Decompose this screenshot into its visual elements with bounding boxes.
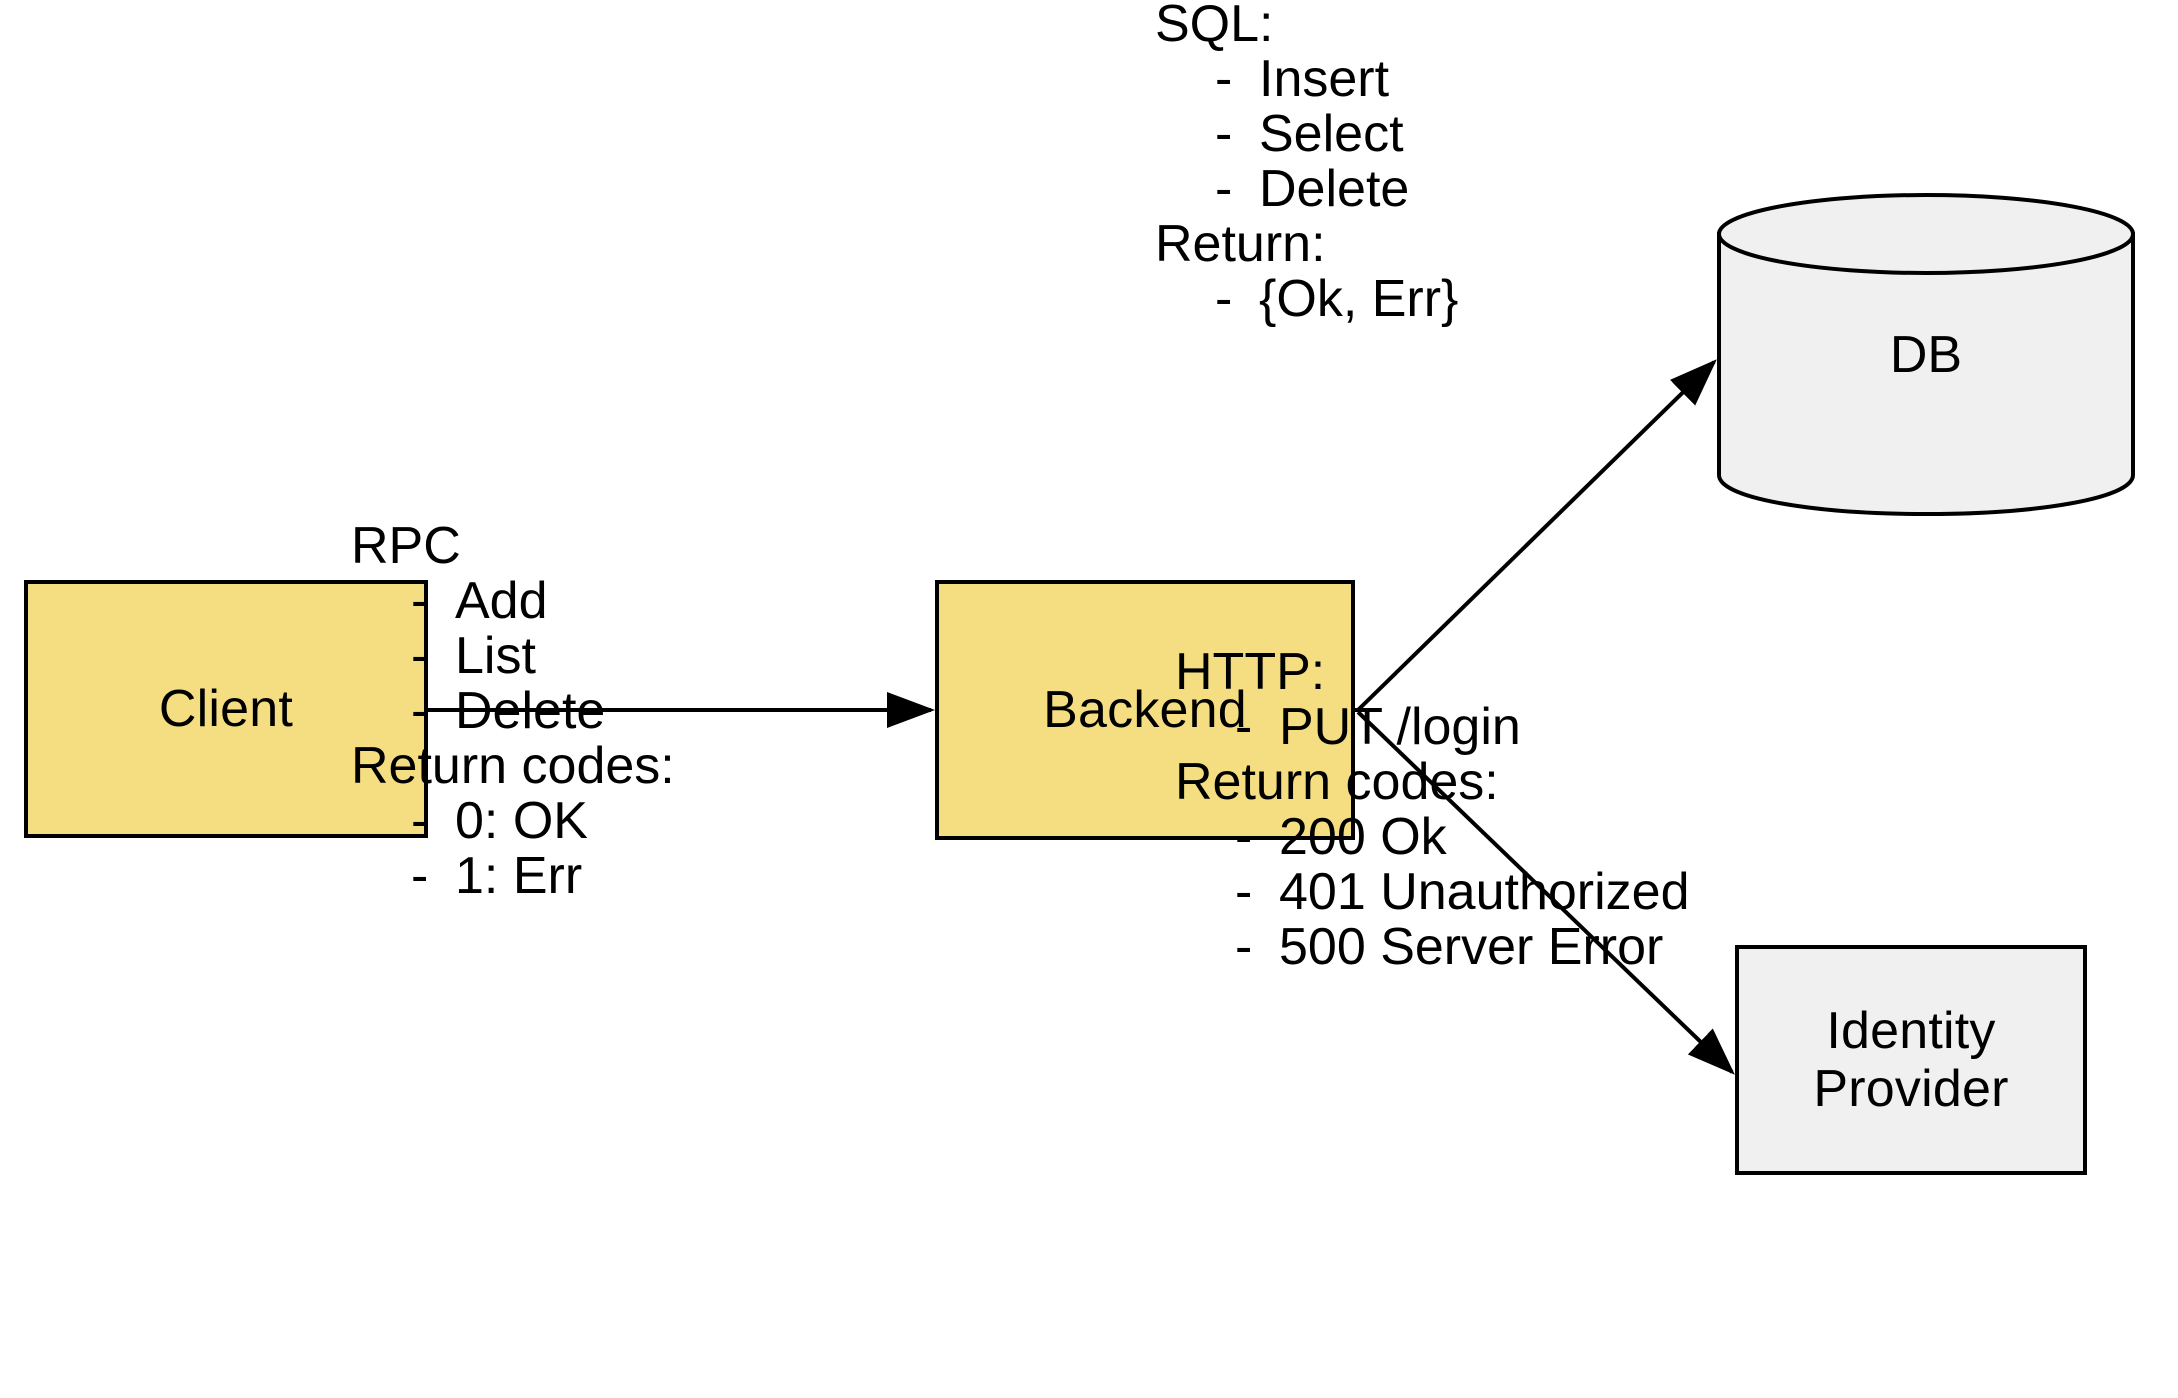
- annotation-http: HTTP: -PUT /login Return codes: -200 Ok …: [1175, 645, 1690, 975]
- annotation-rpc-item-label: Add: [455, 572, 548, 630]
- annotation-sql-item: -Select: [1155, 107, 1458, 162]
- node-identity-provider[interactable]: Identity Provider: [1735, 945, 2087, 1175]
- annotation-rpc-item: -Add: [351, 574, 675, 629]
- node-db-label-wrap: DB: [1716, 192, 2136, 517]
- annotation-sql-subheading: Return:: [1155, 215, 1326, 273]
- bullet-dash-icon: -: [1215, 270, 1233, 328]
- annotation-rpc-heading: RPC: [351, 517, 461, 575]
- annotation-http-item-label: PUT /login: [1279, 698, 1521, 756]
- bullet-dash-icon: -: [1235, 808, 1253, 866]
- annotation-sql-item-label: Select: [1259, 105, 1404, 163]
- annotation-rpc: RPC -Add -List -Delete Return codes: -0:…: [351, 519, 675, 904]
- bullet-dash-icon: -: [1215, 50, 1233, 108]
- bullet-dash-icon: -: [411, 682, 429, 740]
- annotation-http-subitem: -500 Server Error: [1175, 920, 1690, 975]
- bullet-dash-icon: -: [1235, 698, 1253, 756]
- annotation-http-heading: HTTP:: [1175, 643, 1326, 701]
- annotation-rpc-item: -List: [351, 629, 675, 684]
- node-backend[interactable]: Backend: [935, 580, 1355, 840]
- annotation-rpc-item: -Delete: [351, 684, 675, 739]
- node-client[interactable]: Client: [24, 580, 428, 838]
- bullet-dash-icon: -: [411, 847, 429, 905]
- node-identity-provider-label-line2: Provider: [1813, 1060, 2009, 1118]
- annotation-http-subitem-label: 500 Server Error: [1279, 918, 1664, 976]
- bullet-dash-icon: -: [1215, 105, 1233, 163]
- annotation-http-subitem: -200 Ok: [1175, 810, 1690, 865]
- bullet-dash-icon: -: [411, 627, 429, 685]
- annotation-http-subitem-label: 200 Ok: [1279, 808, 1447, 866]
- bullet-dash-icon: -: [411, 572, 429, 630]
- bullet-dash-icon: -: [1235, 863, 1253, 921]
- node-db-label: DB: [1889, 325, 1963, 384]
- node-client-label: Client: [158, 679, 294, 738]
- annotation-http-subheading: Return codes:: [1175, 753, 1499, 811]
- node-identity-provider-label-line1: Identity: [1826, 1001, 1996, 1060]
- node-db[interactable]: DB: [1716, 192, 2136, 517]
- annotation-rpc-subitem-label: 0: OK: [455, 792, 588, 850]
- bullet-dash-icon: -: [411, 792, 429, 850]
- node-identity-provider-label: Identity Provider: [1813, 1002, 2008, 1118]
- db-cylinder-shape: [1717, 193, 2135, 517]
- annotation-sql-heading: SQL:: [1155, 0, 1274, 53]
- annotation-http-subitem-label: 401 Unauthorized: [1279, 863, 1690, 921]
- annotation-sql-subitem: -{Ok, Err}: [1155, 272, 1458, 327]
- annotation-sql-subitem-label: {Ok, Err}: [1259, 270, 1459, 328]
- annotation-http-subitem: -401 Unauthorized: [1175, 865, 1690, 920]
- annotation-rpc-subheading: Return codes:: [351, 737, 675, 795]
- annotation-rpc-subitem-label: 1: Err: [455, 847, 583, 905]
- annotation-sql-item-label: Insert: [1259, 50, 1390, 108]
- annotation-sql-item: -Insert: [1155, 52, 1458, 107]
- annotation-rpc-subitem: -0: OK: [351, 794, 675, 849]
- annotation-rpc-subitem: -1: Err: [351, 849, 675, 904]
- annotation-http-item: -PUT /login: [1175, 700, 1690, 755]
- node-backend-label: Backend: [1043, 680, 1247, 739]
- annotation-sql-item: -Delete: [1155, 162, 1458, 217]
- bullet-dash-icon: -: [1235, 918, 1253, 976]
- annotation-sql: SQL: -Insert -Select -Delete Return: -{O…: [1155, 0, 1458, 327]
- annotation-sql-item-label: Delete: [1259, 160, 1410, 218]
- annotation-rpc-item-label: List: [455, 627, 536, 685]
- bullet-dash-icon: -: [1215, 160, 1233, 218]
- annotation-rpc-item-label: Delete: [455, 682, 606, 740]
